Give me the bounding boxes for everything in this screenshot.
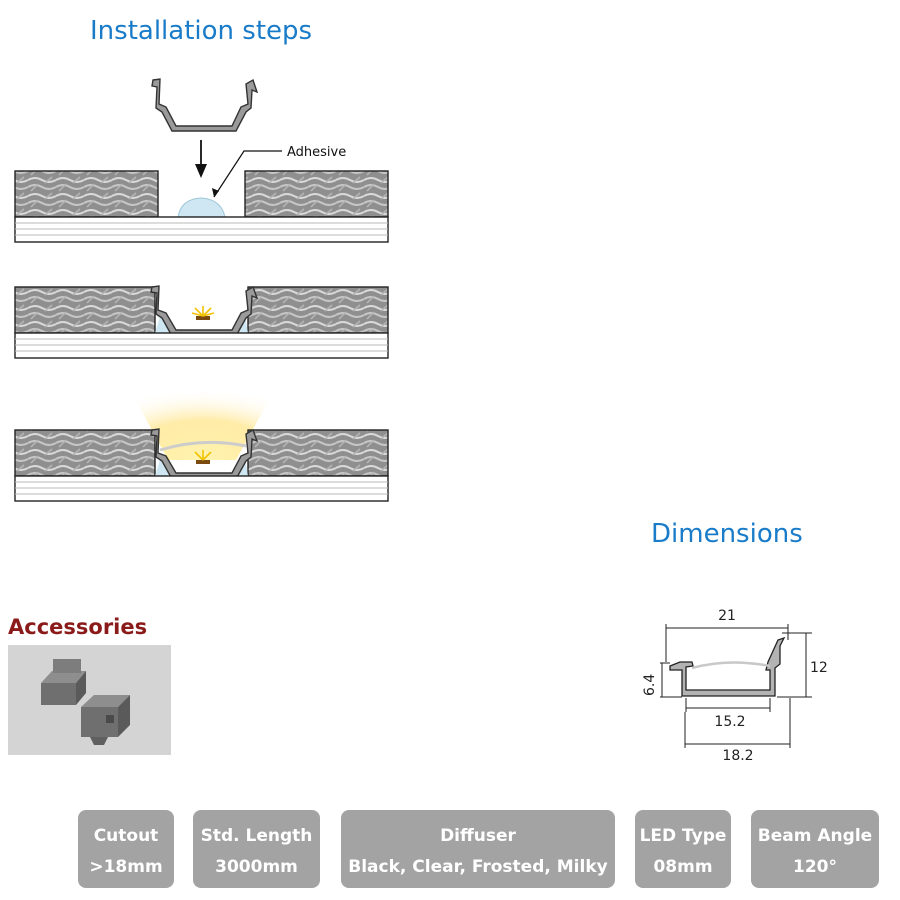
step-1	[14, 170, 389, 243]
spec-beam-angle-value: 120°	[793, 857, 837, 877]
accessories-title: Accessories	[8, 615, 148, 639]
dimensions-drawing: 21 12 6.4 15.2 18.2	[642, 608, 828, 764]
spec-cutout-label: Cutout	[93, 826, 159, 846]
end-cap-back	[41, 659, 86, 705]
led-lit-icon	[194, 450, 212, 464]
dimensions-title: Dimensions	[651, 519, 803, 549]
installation-title: Installation steps	[90, 16, 313, 46]
spec-diffuser-value: Black, Clear, Frosted, Milky	[348, 857, 608, 877]
accessories-image	[8, 645, 171, 755]
installation-diagram: Adhesive	[14, 78, 389, 502]
dim-height-left: 6.4	[642, 674, 658, 696]
adhesive-label: Adhesive	[287, 145, 346, 160]
end-cap-front	[81, 695, 130, 745]
spec-led-type-label: LED Type	[639, 826, 727, 846]
step-3	[14, 380, 389, 502]
dim-outer-width: 18.2	[722, 748, 753, 764]
spec-std-length-value: 3000mm	[215, 857, 298, 877]
spec-diffuser-label: Diffuser	[440, 826, 516, 846]
profile-floating	[151, 78, 259, 132]
spec-beam-angle: Beam Angle 120°	[751, 810, 879, 888]
spec-beam-angle-label: Beam Angle	[757, 826, 873, 846]
spec-led-type: LED Type 08mm	[635, 810, 731, 888]
dim-width-top: 21	[718, 608, 736, 624]
dim-height-total: 12	[810, 660, 828, 676]
spec-std-length: Std. Length 3000mm	[193, 810, 320, 888]
adhesive-callout: Adhesive	[212, 145, 346, 198]
spec-diffuser: Diffuser Black, Clear, Frosted, Milky	[341, 810, 615, 888]
led-icon	[191, 306, 215, 320]
spec-cutout: Cutout >18mm	[78, 810, 174, 888]
dim-inner-width: 15.2	[714, 714, 745, 730]
spec-std-length-label: Std. Length	[200, 826, 313, 846]
spec-led-type-value: 08mm	[653, 857, 713, 877]
step-2	[14, 285, 389, 359]
spec-cutout-value: >18mm	[89, 857, 163, 877]
down-arrow-icon	[195, 140, 207, 178]
